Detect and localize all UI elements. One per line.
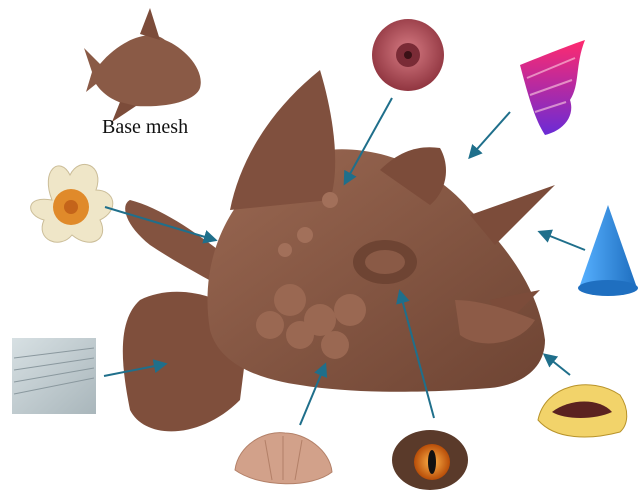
disc-texture-icon [372,19,444,91]
base-mesh-label: Base mesh [102,116,212,139]
fin-texture-icon [520,40,585,135]
eye-texture-icon [392,430,468,490]
striated-panel-texture-icon [12,338,96,414]
flower-texture-icon [31,164,113,242]
base-mesh-fish-icon [84,8,201,122]
scale-texture-icon [235,433,332,484]
arrow-cone-to-fish [540,232,585,250]
lip-texture-icon [538,385,627,437]
arrow-lip-to-fish [545,355,570,375]
cone-texture-icon [578,205,638,296]
arrow-fin-to-fish [470,112,510,157]
